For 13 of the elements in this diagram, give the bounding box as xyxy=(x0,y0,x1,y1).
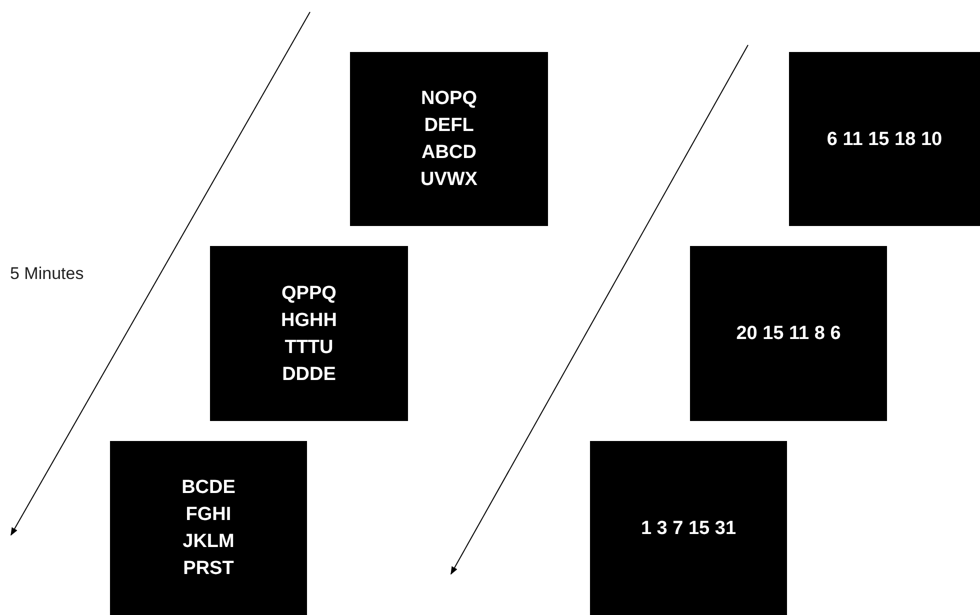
text-box xyxy=(210,246,408,421)
text-box xyxy=(789,52,980,226)
text-box xyxy=(690,246,887,421)
box-text: 1 3 7 15 31 xyxy=(640,516,736,540)
time-label: 5 Minutes xyxy=(10,263,84,285)
box-text: 6 11 15 18 10 xyxy=(826,128,942,152)
text-box xyxy=(590,441,787,615)
box-text: NOPQ DEFL ABCD UVWX xyxy=(419,87,478,192)
text-box xyxy=(350,52,548,226)
text-box xyxy=(110,441,307,615)
box-text: BCDE FGHI JKLM PRST xyxy=(180,476,236,581)
box-text: 20 15 11 8 6 xyxy=(736,322,841,346)
box-text: QPPQ HGHH TTTU DDDE xyxy=(280,282,338,386)
